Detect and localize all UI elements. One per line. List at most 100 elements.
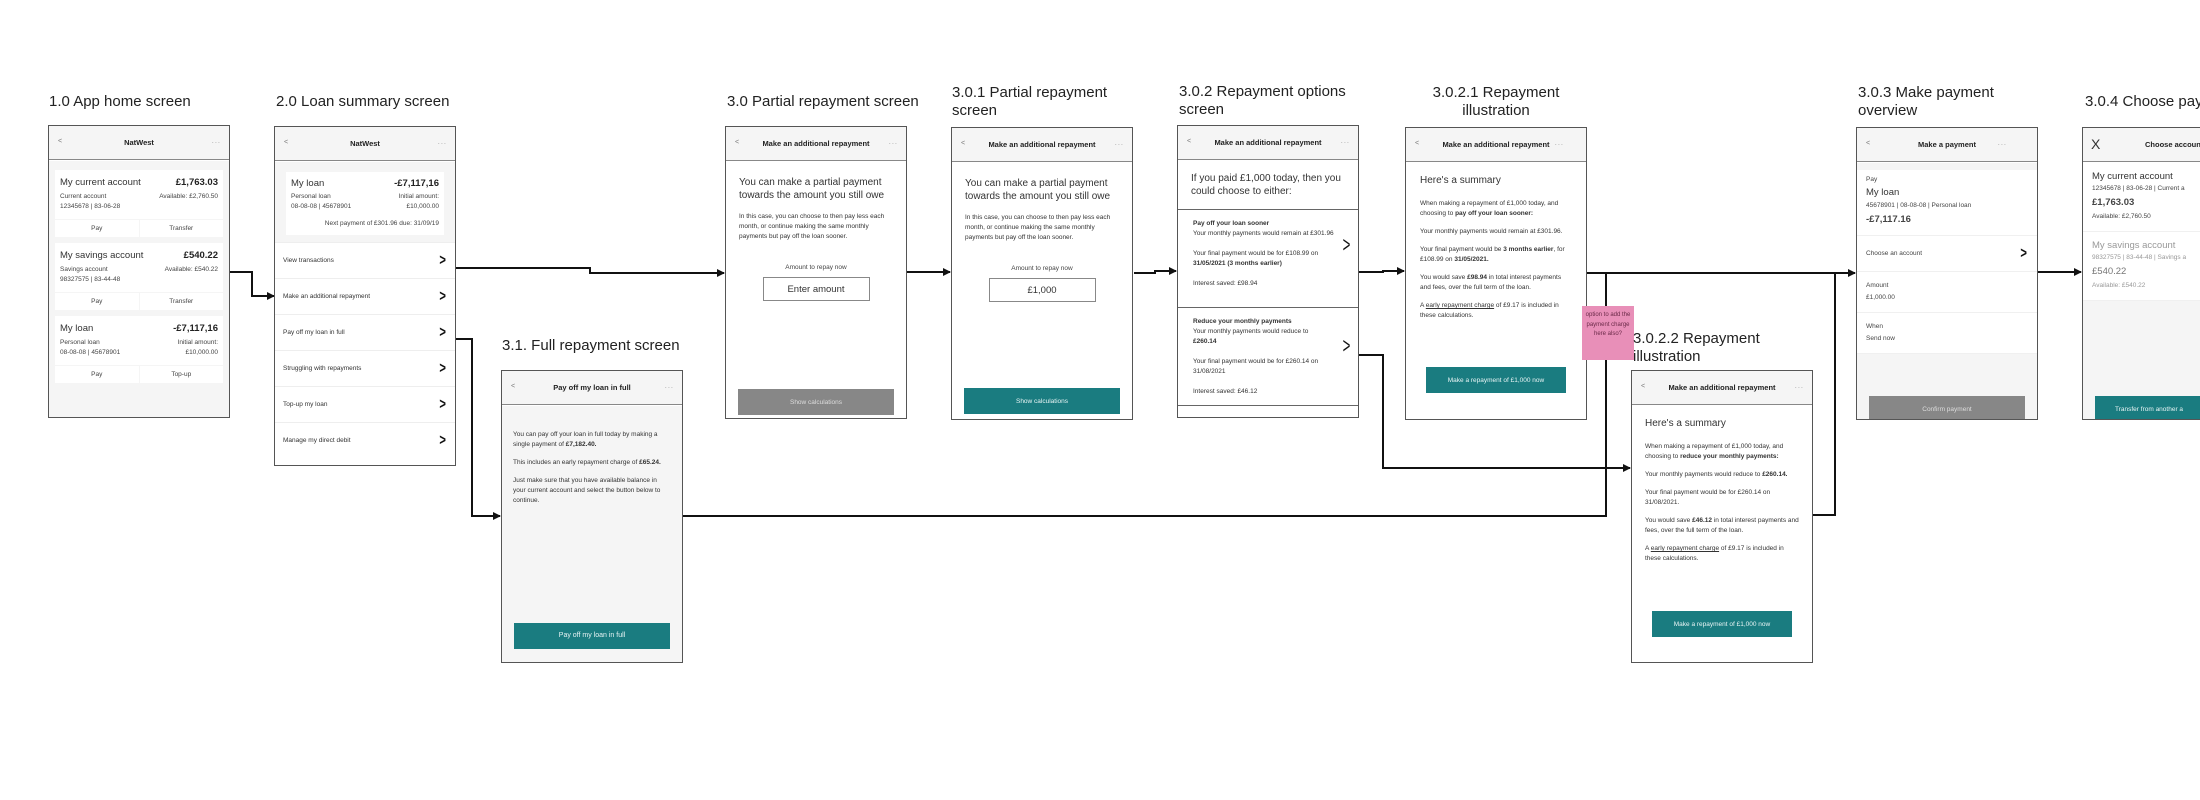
description: In this case, you can choose to then pay… [739,213,885,240]
more-icon[interactable]: ... [888,137,898,146]
more-icon[interactable]: ... [437,137,447,146]
back-icon[interactable]: < [284,139,289,146]
back-icon[interactable]: < [1187,138,1192,145]
partial-repayment-screen: <Make an additional repayment... You can… [725,126,907,419]
menu-item[interactable]: Struggling with repayments> [275,350,455,386]
menu-item[interactable]: Manage my direct debit> [275,422,455,458]
transfer-from-another-account-button[interactable]: Transfer from another a [2095,396,2200,419]
more-icon[interactable]: ... [1114,138,1124,147]
early-repayment-charge-link[interactable]: early repayment charge [1650,545,1720,552]
action-button[interactable]: Pay [55,366,139,383]
choose-account-row[interactable]: Choose an account > [1857,236,2037,272]
full-repayment-screen: < Pay off my loan in full... You can pay … [501,370,683,663]
show-calculations-button[interactable]: Show calculations [738,389,894,415]
more-icon[interactable]: ... [1997,138,2007,147]
more-icon[interactable]: ... [1794,381,1804,390]
screen-title-illus2: 3.0.2.2 Repayment illustration [1633,330,1760,365]
action-button[interactable]: Pay [55,293,139,310]
option-pay-sooner[interactable]: Pay off your loan sooner Your monthly pa… [1178,209,1358,307]
text-segment: pay off your loan sooner: [1455,210,1534,217]
loan-details: 45678901 | 08-08-08 | Personal loan [1866,202,1972,209]
confirm-payment-button[interactable]: Confirm payment [1869,396,2025,419]
account-type: Personal loan [60,339,100,346]
account-list: My current account£1,763.03 Current acco… [49,161,229,417]
screen-title-loan-summary: 2.0 Loan summary screen [276,93,450,110]
option-reduce-payments[interactable]: Reduce your monthly payments Your monthl… [1178,307,1358,405]
amount-label: Amount [1866,282,1889,289]
text-segment: 31/05/2021. [1454,256,1489,263]
amount-row[interactable]: Amount£1,000.00 [1857,272,2037,313]
option-amount: £260.14 [1193,338,1217,345]
choose-account-label: Choose an account [1866,249,1923,257]
more-icon[interactable]: ... [211,136,221,145]
loan-type: Personal loan [291,193,331,200]
menu-item-label: Top-up my loan [283,401,328,408]
loan-menu: View transactions>Make an additional rep… [275,242,455,458]
header: < Make an additional repayment... [952,128,1132,162]
chevron-right-icon: > [439,359,446,377]
pay-to-section: Pay My loan 45678901 | 08-08-08 | Person… [1857,170,2037,236]
more-icon[interactable]: ... [1340,136,1350,145]
back-icon[interactable]: < [1415,140,1420,147]
back-icon[interactable]: < [511,383,516,390]
action-button[interactable]: Transfer [139,220,223,237]
account-available: Available: £2,760.50 [2092,213,2151,220]
close-icon[interactable]: X [2091,136,2101,152]
menu-item[interactable]: Make an additional repayment> [275,278,455,314]
chevron-right-icon[interactable]: > [1342,232,1351,257]
back-icon[interactable]: < [1866,140,1871,147]
show-calculations-button[interactable]: Show calculations [964,388,1120,414]
account-card[interactable]: My current account£1,763.03 Current acco… [55,170,223,219]
summary-paragraph: You would save £46.12 in total interest … [1645,516,1799,536]
text-segment: You can pay off your loan in full today … [513,431,658,448]
menu-item[interactable]: Pay off my loan in full> [275,314,455,350]
connector-loan-to-full [456,338,501,520]
pay-off-in-full-button[interactable]: Pay off my loan in full [514,623,670,649]
make-repayment-button[interactable]: Make a repayment of £1,000 now [1426,367,1566,393]
summary-paragraph: When making a repayment of £1,000 today,… [1420,199,1572,219]
account-available: Available: £540.22 [2092,282,2146,289]
back-icon[interactable]: < [961,140,966,147]
more-icon[interactable]: ... [1554,138,1564,147]
action-button[interactable]: Top-up [139,366,223,383]
header: <NatWest... [275,127,455,161]
menu-item-label: Pay off my loan in full [283,329,345,336]
back-icon[interactable]: < [735,139,740,146]
account-name: My savings account [2092,240,2176,251]
text-segment: of £9.17 is included in these calculatio… [1420,302,1559,319]
account-option-current[interactable]: My current account 12345678 | 83-06-28 |… [2083,163,2200,232]
make-repayment-button[interactable]: Make a repayment of £1,000 now [1652,611,1792,637]
repayment-options-screen: <Make an additional repayment... If you … [1177,125,1359,418]
more-icon[interactable]: ... [664,381,674,390]
next-payment: Next payment of £301.96 due: 31/09/19 [324,220,439,227]
account-extra: Initial amount: [177,339,218,346]
header-title: Make an additional repayment [988,140,1096,149]
chevron-right-icon[interactable]: > [1342,333,1351,358]
menu-item[interactable]: Top-up my loan> [275,386,455,422]
action-button[interactable]: Pay [55,220,139,237]
action-button[interactable]: Transfer [139,293,223,310]
chevron-right-icon: > [2020,244,2027,262]
screen-title-partial-filled: 3.0.1 Partial repayment screen [952,84,1108,119]
menu-item[interactable]: View transactions> [275,242,455,278]
header: <Make an additional repayment... [1406,128,1586,162]
menu-item-label: Manage my direct debit [283,437,351,444]
account-name: My current account [60,177,141,188]
back-icon[interactable]: < [1641,383,1646,390]
account-balance: £1,763.03 [2092,197,2135,208]
account-card[interactable]: My savings account£540.22 Savings accoun… [55,243,223,292]
option-title: Reduce your monthly payments [1193,318,1292,325]
amount-input[interactable]: £1,000 [988,278,1096,302]
back-icon[interactable]: < [58,138,63,145]
account-option-savings[interactable]: My savings account 98327575 | 83-44-48 |… [2083,232,2200,301]
early-repayment-charge-link[interactable]: early repayment charge [1425,302,1495,309]
text-segment: A [1645,545,1651,552]
connector-home-to-loan [230,271,275,300]
connector-filled-to-options [1134,267,1177,275]
amount-input[interactable]: Enter amount [762,277,870,301]
text-segment: in total interest payments and fees, ove… [1420,274,1562,291]
